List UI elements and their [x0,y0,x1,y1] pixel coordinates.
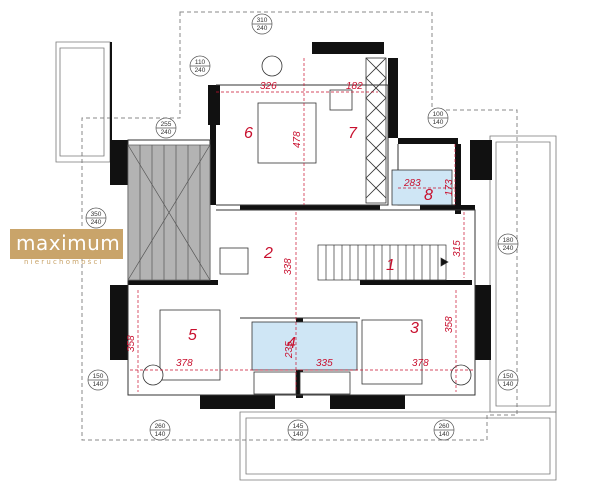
dimension-label: 326 [260,81,277,92]
room-number-1: 1 [386,257,395,274]
furniture [142,55,472,395]
window-marker: 180 240 [497,233,519,255]
dimension-label: 283 [403,178,421,189]
stair-void [127,144,211,281]
dimension-label: 315 [452,240,463,257]
window-markers: 310 240 110 240 255 240 100 140 350 240 … [85,13,519,441]
window-marker: 260 140 [433,419,455,441]
svg-text:100: 100 [433,111,444,118]
svg-text:310: 310 [257,17,268,24]
svg-text:260: 260 [439,423,450,430]
window-marker: 100 140 [427,107,449,129]
svg-text:240: 240 [195,67,206,74]
dimension-label: 358 [444,316,455,333]
svg-text:350: 350 [91,211,102,218]
svg-text:240: 240 [503,245,514,252]
svg-text:140: 140 [155,431,166,438]
svg-text:180: 180 [503,237,514,244]
dimension-labels: 326 182 478 283 173 338 315 358 378 235 … [126,81,463,369]
stairs [317,244,449,281]
wardrobe [365,57,387,204]
window-marker: 260 140 [149,419,171,441]
svg-text:110: 110 [195,59,206,66]
brand-logo: maximum nieruchomości [10,229,123,270]
dimension-label: 378 [176,358,193,369]
window-marker: 310 240 [251,13,273,35]
window-marker: 110 240 [189,55,211,77]
dimension-label: 335 [316,358,333,369]
room-number-8: 8 [424,187,433,204]
svg-text:140: 140 [93,381,104,388]
room-numbers: 1 2 3 4 5 6 7 8 [188,125,433,352]
brand-logo-box: maximum [10,229,123,259]
window-marker: 145 140 [287,419,309,441]
window-marker: 350 240 [85,207,107,229]
svg-text:140: 140 [293,431,304,438]
room-number-2: 2 [263,245,273,262]
svg-text:260: 260 [155,423,166,430]
wet-rooms [251,169,453,371]
dimension-lines [130,58,475,392]
room-number-3: 3 [410,320,419,337]
room-number-4: 4 [287,335,296,352]
svg-text:150: 150 [503,373,514,380]
svg-text:145: 145 [293,423,304,430]
room-number-5: 5 [188,327,197,344]
dimension-label: 235 [284,341,295,359]
svg-text:255: 255 [161,121,172,128]
dimension-label: 358 [126,335,137,352]
dimension-label: 338 [283,258,294,275]
svg-text:240: 240 [91,219,102,226]
window-marker: 150 140 [87,369,109,391]
lower-floor-outline [81,11,518,441]
brand-tagline: nieruchomości [24,258,104,266]
dimension-label: 478 [292,131,303,148]
terraces [55,41,557,481]
svg-text:140: 140 [439,431,450,438]
svg-text:150: 150 [93,373,104,380]
window-marker: 255 240 [155,117,177,139]
dimension-label: 378 [412,358,429,369]
svg-text:240: 240 [257,25,268,32]
room-number-6: 6 [244,125,253,142]
svg-text:140: 140 [503,381,514,388]
room-number-7: 7 [348,125,358,142]
dimension-label: 173 [444,179,455,196]
svg-text:240: 240 [161,129,172,136]
window-marker: 150 140 [497,369,519,391]
dimension-label: 182 [346,81,363,92]
brand-name: maximum [16,231,121,255]
svg-text:140: 140 [433,119,444,126]
